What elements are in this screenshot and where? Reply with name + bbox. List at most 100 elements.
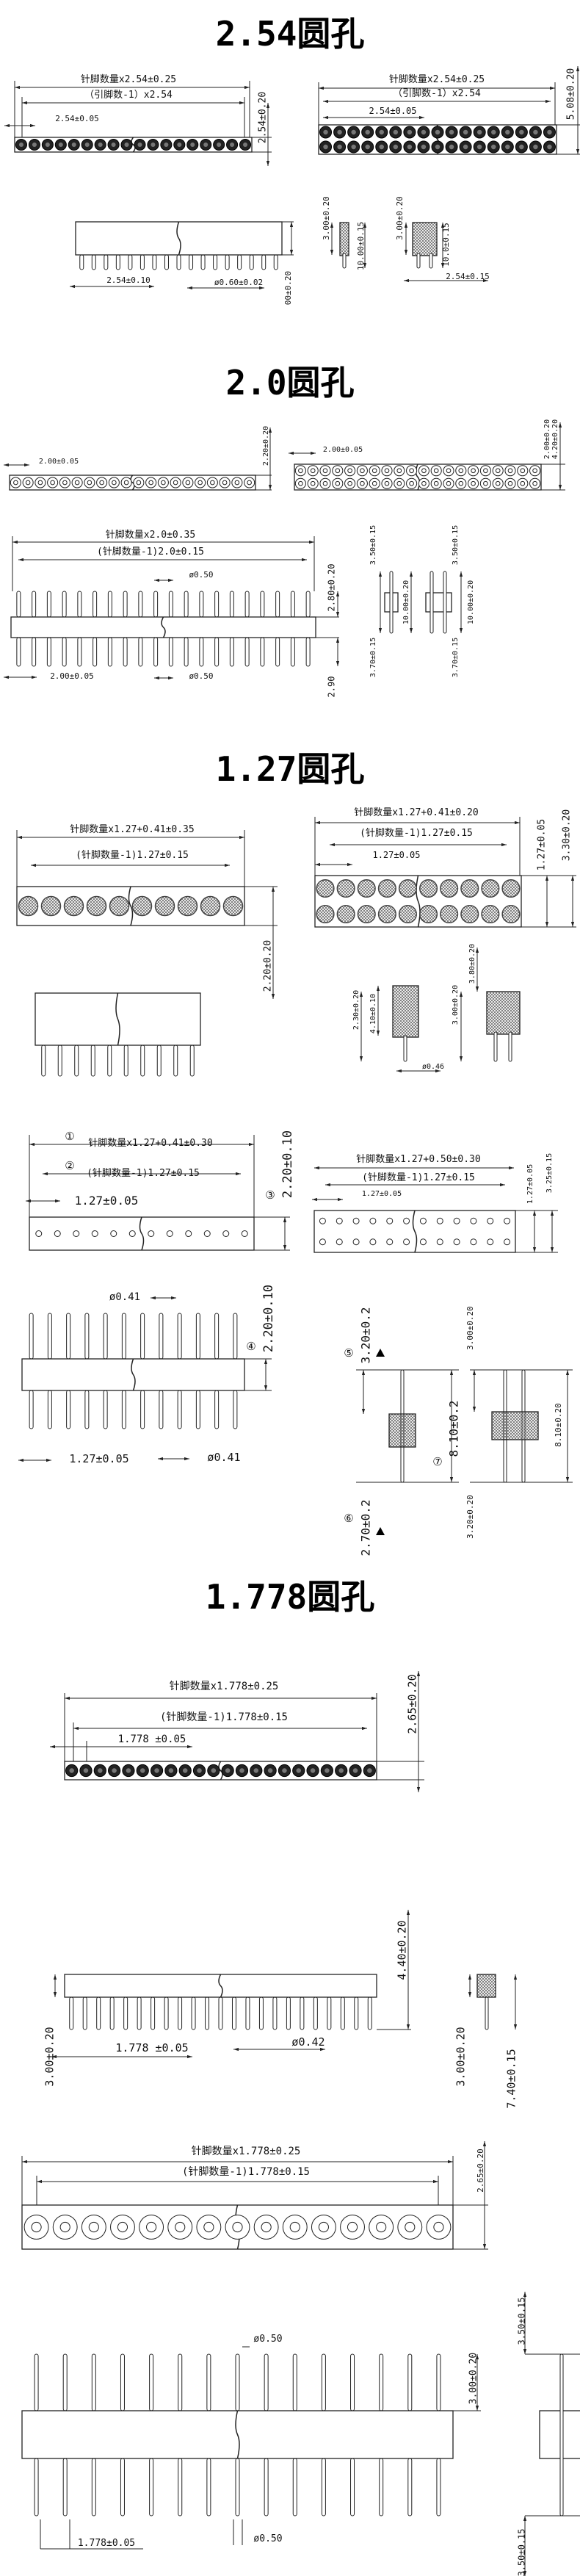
pin: [107, 637, 112, 667]
pin: [379, 2458, 384, 2517]
pin: [139, 254, 145, 270]
callout-3: ③: [265, 1188, 275, 1202]
pin: [485, 1996, 489, 2030]
pin: [229, 591, 234, 618]
pin-diameter-label: ø0.50: [189, 671, 213, 681]
pin: [436, 2353, 441, 2411]
pin-hole-center: [483, 468, 488, 474]
pin: [245, 1996, 250, 2030]
pin: [74, 1045, 79, 1077]
pin: [235, 2353, 240, 2411]
pin: [164, 254, 169, 270]
pin-hole-center: [520, 468, 526, 474]
pin-hole-center: [310, 1768, 316, 1773]
pin-hole-center: [318, 2221, 329, 2233]
pin: [121, 1390, 126, 1429]
tail-length-label: 3.00±0.20: [454, 2027, 468, 2086]
pin: [559, 2353, 564, 2517]
pin-hole: [453, 1217, 460, 1224]
total-length-label: 8.10±0.20: [554, 1403, 563, 1447]
pin-hole-center: [407, 129, 413, 135]
break-line: [218, 1761, 223, 1781]
pin-hole-center: [351, 129, 356, 135]
pin-hole: [241, 1230, 248, 1237]
pin: [379, 2353, 384, 2411]
pin: [123, 1045, 128, 1077]
row-pitch-label: 2.00±0.20: [543, 419, 551, 459]
pitch-label: 2.00±0.05: [323, 446, 363, 454]
row-pitch-label: 1.27±0.05: [526, 1164, 534, 1204]
overall-length-label: 针脚数量x2.54±0.25: [81, 73, 176, 85]
pin: [436, 2458, 441, 2517]
pin-hole-center: [117, 2221, 128, 2233]
pin-hole-center: [175, 2221, 186, 2233]
overall-length-label: 针脚数量x1.27+0.41±0.30: [88, 1137, 212, 1149]
pin-hole-center: [289, 2221, 300, 2233]
pin-hole-center: [505, 129, 510, 135]
pin-hole-center: [45, 142, 50, 148]
pin: [93, 637, 98, 667]
overall-length-label: 针脚数量x1.27+0.41±0.35: [70, 823, 194, 835]
pin-hole-center: [367, 1768, 372, 1773]
pin: [229, 637, 234, 667]
pin: [66, 1313, 71, 1360]
pin: [292, 2353, 297, 2411]
pin: [233, 1390, 238, 1429]
pin: [290, 591, 295, 618]
pin-hole-center: [310, 468, 316, 474]
pin-hole-center: [146, 2221, 157, 2233]
pin: [123, 1996, 128, 2030]
section-title: 2.54圆孔: [216, 14, 365, 54]
contact-height-label: 3.00±0.20: [395, 196, 405, 240]
tail-length-label: 3.70±0.15: [369, 638, 377, 677]
top-length-label: 3.50±0.15: [517, 2297, 527, 2345]
pin-hole-center: [112, 1768, 117, 1773]
pin: [47, 1313, 52, 1360]
pin: [321, 2353, 326, 2411]
pin: [273, 254, 278, 270]
pin-hole-center: [409, 468, 414, 474]
pin-hole-center: [547, 144, 552, 150]
pin-hole: [154, 895, 175, 917]
pin-hole-center: [384, 468, 390, 474]
pin-hole: [398, 904, 418, 924]
pitch-label: 1.27±0.05: [69, 1452, 128, 1465]
pitch-span-label: (针脚数量-1)1.27±0.15: [76, 849, 189, 861]
pin-hole-center: [365, 144, 370, 150]
pin: [178, 1996, 183, 2030]
pin-hole-center: [243, 142, 248, 148]
pin-hole-center: [371, 468, 377, 474]
pin: [168, 591, 173, 618]
pin-hole-center: [13, 480, 18, 486]
pin: [367, 1996, 372, 2030]
pin-hole: [40, 895, 62, 917]
pin-hole-center: [338, 1768, 344, 1773]
pin-hole: [166, 1230, 173, 1237]
pin: [403, 1035, 407, 1062]
pin-hole: [440, 878, 459, 898]
single-row-end-view: [392, 985, 419, 1038]
pin-hole-center: [182, 1768, 188, 1773]
pin-hole: [336, 1217, 343, 1224]
end-view: [476, 1974, 496, 1998]
pin: [225, 254, 230, 270]
pin: [109, 1996, 115, 2030]
callout-1: ①: [65, 1130, 74, 1143]
pin-hole-center: [62, 480, 68, 486]
callout-5: ⑤: [344, 1346, 353, 1360]
pin: [206, 2458, 211, 2517]
pin: [57, 1045, 62, 1077]
pin: [191, 1996, 196, 2030]
pin-hole-center: [203, 2221, 214, 2233]
pin-hole-center: [137, 142, 142, 148]
pin: [104, 254, 109, 270]
pin: [508, 1031, 512, 1062]
pin-hole-center: [471, 468, 476, 474]
pitch-span-label: （引脚数-1）x2.54: [393, 87, 481, 99]
pin-hole-center: [491, 144, 496, 150]
pin: [340, 1996, 345, 2030]
pin-hole: [481, 878, 500, 898]
break-line: [218, 1974, 223, 1998]
